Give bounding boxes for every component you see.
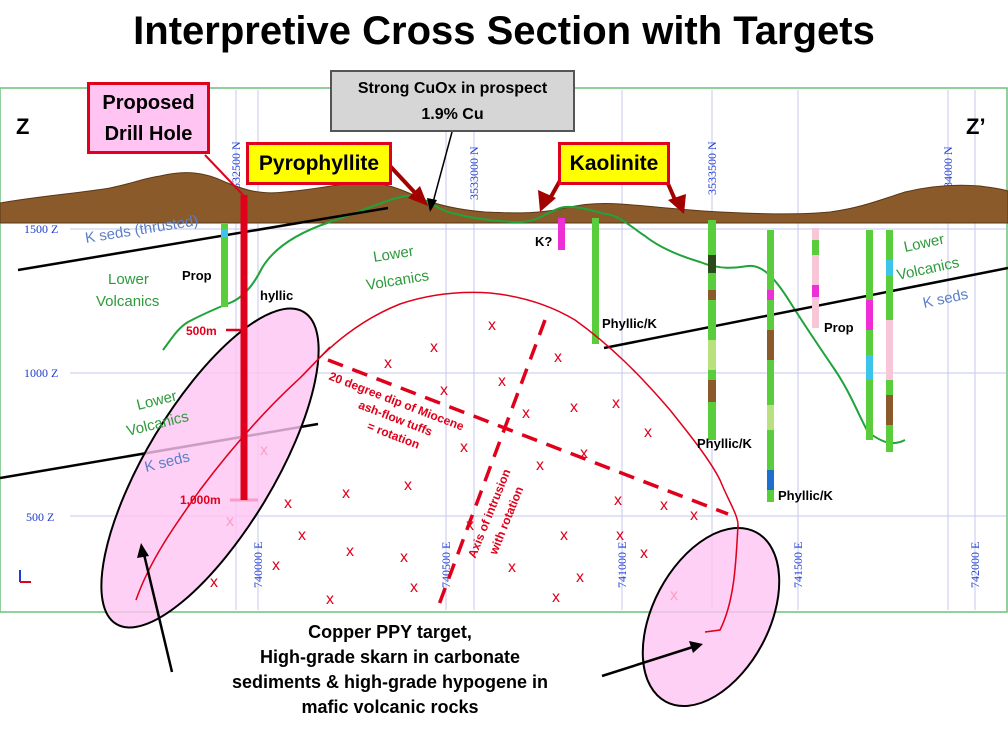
drill-hole-logs	[221, 218, 893, 502]
callout-line: 1.9% Cu	[421, 106, 484, 123]
svg-text:x: x	[522, 405, 530, 422]
svg-text:x: x	[498, 373, 506, 390]
axis-of-intrusion-line	[435, 319, 547, 611]
pyrophyllite-callout: Pyrophyllite	[246, 142, 392, 185]
unit-label-lower: Lower	[902, 231, 946, 256]
target-description-line: mafic volcanic rocks	[301, 697, 479, 717]
alteration-label-prop: Prop	[182, 268, 212, 283]
cuox-callout: Strong CuOx in prospect 1.9% Cu	[330, 70, 575, 132]
unit-label-lower: Lower	[372, 243, 415, 266]
svg-text:x: x	[342, 485, 350, 502]
intrusion-outline-overlay	[704, 524, 739, 633]
callout-line: Proposed	[102, 92, 195, 114]
svg-text:x: x	[644, 424, 652, 441]
svg-text:x: x	[410, 579, 418, 596]
svg-text:x: x	[210, 574, 218, 591]
kaolinite-callout: Kaolinite	[558, 142, 670, 185]
svg-text:x: x	[284, 495, 292, 512]
svg-text:x: x	[554, 349, 562, 366]
cuox-arrowhead	[427, 198, 437, 212]
svg-text:x: x	[660, 497, 668, 514]
svg-text:x: x	[612, 395, 620, 412]
northing-label: 3533500 N	[705, 141, 719, 195]
alteration-label-phyllic-k: Phyllic/K	[602, 316, 658, 331]
alteration-label-phyllic-k: Phyllic/K	[778, 488, 834, 503]
depth-label-500m: 500m	[186, 324, 217, 338]
fault-line-upper	[17, 206, 389, 272]
svg-text:x: x	[272, 557, 280, 574]
pyrophyllite-arrow	[388, 164, 428, 206]
svg-text:x: x	[298, 527, 306, 544]
elevation-label-1500: 1500 Z	[24, 222, 58, 236]
elevation-label-500: 500 Z	[26, 510, 54, 524]
svg-text:x: x	[404, 477, 412, 494]
easting-label: 741500 E	[791, 542, 805, 588]
svg-text:x: x	[384, 355, 392, 372]
svg-text:x: x	[576, 569, 584, 586]
svg-text:x: x	[552, 589, 560, 606]
svg-text:x: x	[640, 545, 648, 562]
target-arrowhead-right	[689, 641, 703, 653]
dip-line	[327, 358, 729, 516]
target-description-line: Copper PPY target,	[308, 622, 472, 642]
svg-text:x: x	[430, 339, 438, 356]
elevation-label-1000: 1000 Z	[24, 366, 58, 380]
intrusion-outline-overlay	[135, 346, 331, 601]
svg-text:x: x	[460, 439, 468, 456]
svg-text:x: x	[570, 399, 578, 416]
svg-text:x: x	[346, 543, 354, 560]
alteration-label-prop: Prop	[824, 320, 854, 335]
svg-text:x: x	[326, 591, 334, 608]
svg-text:x: x	[400, 549, 408, 566]
cuox-leader-line	[431, 131, 453, 207]
svg-text:x: x	[466, 517, 474, 534]
unit-label-volcanics: Volcanics	[365, 267, 430, 294]
unit-label-lower: Lower	[108, 271, 149, 288]
page-title: Interpretive Cross Section with Targets	[133, 9, 875, 53]
target-arrow-right	[601, 644, 697, 678]
volcanic-contact-line	[162, 194, 906, 445]
svg-text:x: x	[690, 507, 698, 524]
target-description-line: High-grade skarn in carbonate	[259, 647, 521, 667]
axis-triad-icon	[19, 570, 31, 583]
easting-label: 741000 E	[615, 542, 629, 588]
callout-line: Drill Hole	[104, 123, 193, 145]
alteration-label-k-query: K?	[535, 234, 552, 249]
terrain-surface	[0, 172, 1008, 224]
svg-text:x: x	[536, 457, 544, 474]
target-ellipse-right	[641, 526, 781, 708]
target-arrow-left	[141, 549, 174, 673]
northing-label: 3533000 N	[467, 146, 481, 200]
svg-text:x: x	[580, 445, 588, 462]
target-description: Copper PPY target, High-grade skarn in c…	[180, 620, 600, 720]
svg-text:x: x	[616, 527, 624, 544]
svg-text:x: x	[440, 382, 448, 399]
easting-label: 742000 E	[968, 542, 982, 588]
fault-line-right	[603, 266, 1008, 350]
alteration-label-phyllic-k: Phyllic/K	[697, 436, 753, 451]
target-arrowhead-left	[137, 543, 149, 558]
drill-callout-leader	[204, 154, 245, 197]
easting-label: 740000 E	[251, 542, 265, 588]
unit-label-volcanics: Volcanics	[96, 293, 159, 310]
svg-text:x: x	[614, 492, 622, 509]
depth-label-1000m: 1,000m	[180, 493, 221, 507]
northing-label: 3532500 N	[229, 141, 243, 195]
svg-text:x: x	[508, 559, 516, 576]
alteration-label-phyllic: hyllic	[260, 288, 293, 303]
unit-label-k-seds: K seds	[921, 286, 969, 312]
svg-text:x: x	[560, 527, 568, 544]
section-end-left: Z	[16, 114, 29, 139]
proposed-drill-hole-callout: Proposed Drill Hole	[87, 82, 210, 154]
callout-line: Strong CuOx in prospect	[357, 80, 548, 97]
target-ellipse-left	[100, 307, 320, 629]
target-description-line: sediments & high-grade hypogene in	[231, 672, 549, 692]
svg-text:x: x	[488, 317, 496, 334]
section-end-right: Z’	[966, 114, 986, 139]
easting-label: 740500 E	[439, 542, 453, 588]
